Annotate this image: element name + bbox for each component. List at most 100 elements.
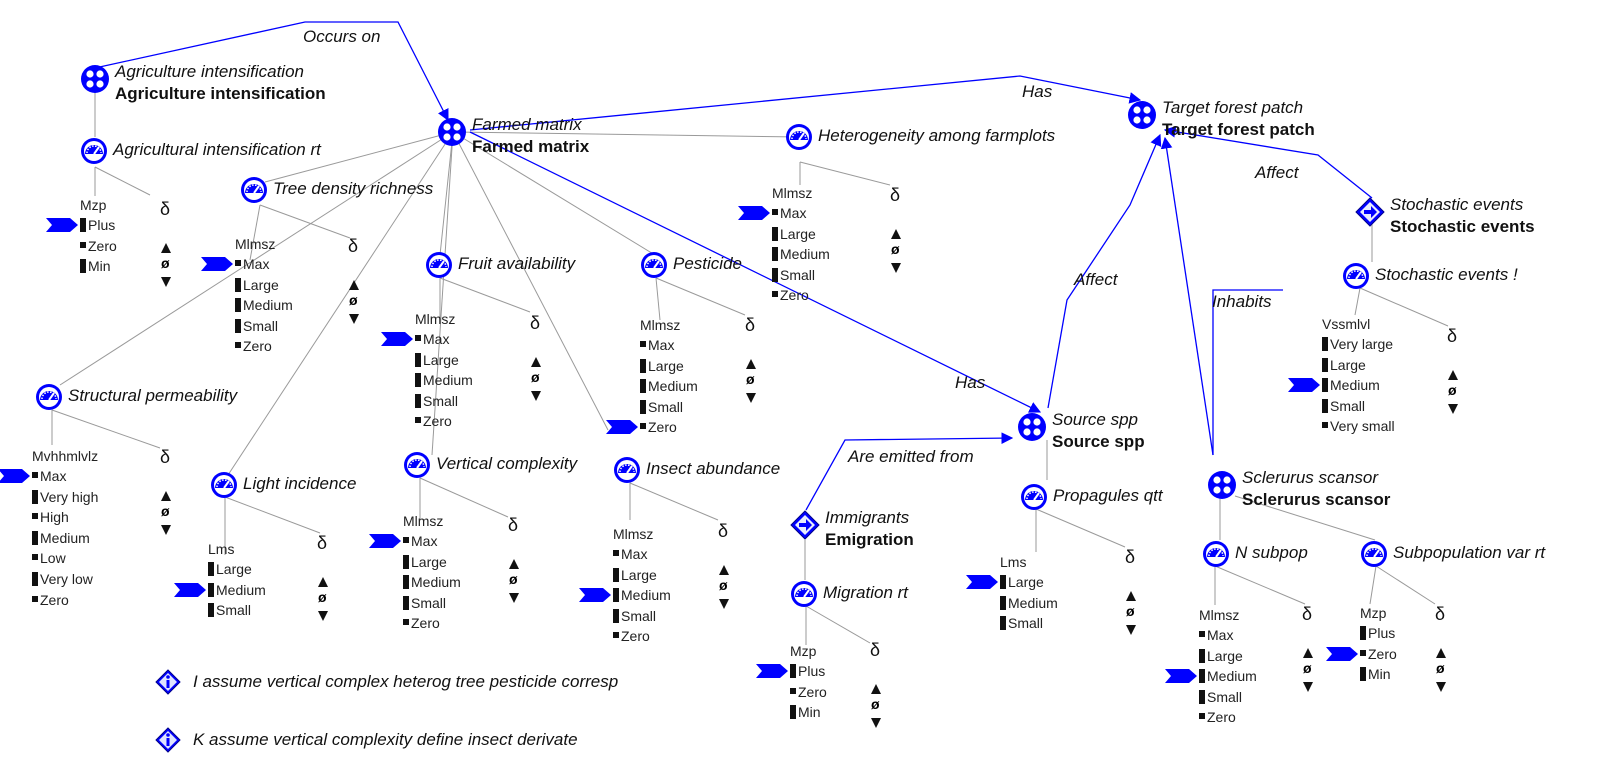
value-marker xyxy=(415,417,421,424)
structure-edge xyxy=(655,277,746,316)
up-down-arrows-icon xyxy=(1448,370,1458,414)
value-marker xyxy=(403,554,409,569)
relation-edge[interactable] xyxy=(1160,136,1214,456)
quantity-label: Fruit availability xyxy=(458,254,576,273)
derivative-arrows[interactable]: ø xyxy=(1124,591,1138,635)
structure-edge xyxy=(799,161,891,186)
entity-icon xyxy=(1128,101,1156,129)
structure-edge xyxy=(1359,287,1449,327)
quantity-space-name: Lms xyxy=(208,541,235,557)
value-label: Medium xyxy=(780,246,830,263)
structure-edge xyxy=(51,409,161,449)
structure-edge xyxy=(1234,495,1376,541)
quantity-gauge-icon xyxy=(241,177,267,203)
derivative-arrows[interactable]: ø xyxy=(347,280,361,324)
entity-label: Immigrants xyxy=(825,508,910,527)
value-marker xyxy=(1000,595,1006,610)
value-marker xyxy=(1199,689,1205,704)
quantity-gauge-icon xyxy=(36,384,62,410)
value-label: Very large xyxy=(1330,336,1394,352)
up-down-arrows-icon xyxy=(509,559,519,603)
value-marker xyxy=(1322,398,1328,413)
quantity-space-name: Mzp xyxy=(80,197,107,213)
quantity-space-name: Mlmsz xyxy=(772,185,813,201)
value-marker xyxy=(80,218,86,232)
value-label: Zero xyxy=(88,237,117,254)
value-marker xyxy=(1199,713,1205,720)
current-value-pointer-icon xyxy=(738,206,770,220)
quantity-label: Propagules qtt xyxy=(1053,486,1163,505)
relation-edge[interactable] xyxy=(469,131,1042,413)
derivative-arrows[interactable]: ø xyxy=(744,359,758,403)
quantity-space-name: Mzp xyxy=(790,643,817,659)
value-marker xyxy=(772,226,778,241)
value-marker xyxy=(1000,575,1006,589)
current-value-pointer-icon xyxy=(579,588,611,603)
entity-icon xyxy=(1018,413,1046,441)
value-marker xyxy=(1199,631,1205,637)
derivative-zero: ø xyxy=(719,577,728,593)
derivative-symbol: δ xyxy=(1435,604,1446,624)
value-label: Very low xyxy=(40,571,93,587)
current-value-pointer-icon xyxy=(1165,669,1197,684)
derivative-symbol: δ xyxy=(317,533,328,553)
structure-edge xyxy=(227,131,454,476)
up-down-arrows-icon xyxy=(1126,591,1136,635)
value-marker xyxy=(1199,669,1205,684)
derivative-arrows[interactable]: ø xyxy=(889,229,903,273)
derivative-arrows[interactable]: ø xyxy=(717,565,731,609)
note-text: K assume vertical complexity define inse… xyxy=(193,730,578,749)
current-value-pointer-icon xyxy=(46,218,78,232)
derivative-arrows[interactable]: ø xyxy=(1301,648,1315,692)
structure-edge xyxy=(655,277,661,321)
derivative-arrows[interactable]: ø xyxy=(529,357,543,401)
value-label: Plus xyxy=(798,663,826,679)
relation-label-inhabits: Inhabits xyxy=(1212,292,1272,311)
relation-edge[interactable] xyxy=(1212,289,1283,455)
value-label: Low xyxy=(40,550,66,567)
info-note-icon xyxy=(155,669,181,695)
derivative-arrows[interactable]: ø xyxy=(507,559,521,603)
value-label: Small xyxy=(411,594,447,611)
value-marker xyxy=(640,341,646,347)
value-marker xyxy=(1322,378,1328,393)
current-value-pointer-icon xyxy=(756,664,788,678)
value-marker xyxy=(640,358,646,373)
structure-edge xyxy=(452,131,656,256)
entity-name: Emigration xyxy=(825,530,914,549)
derivative-arrows[interactable]: ø xyxy=(869,684,883,728)
derivative-arrows[interactable]: ø xyxy=(316,577,330,621)
value-marker xyxy=(1322,337,1328,351)
relation-label-affect2: Affect xyxy=(1255,163,1299,182)
value-label: Small xyxy=(216,602,252,619)
value-marker xyxy=(32,554,38,561)
quantity-gauge-icon xyxy=(404,452,430,478)
quantity-space-name: Mvhhmlvlz xyxy=(32,448,99,464)
derivative-arrows[interactable]: ø xyxy=(159,491,173,535)
entity-label: Sclerurus scansor xyxy=(1242,468,1379,487)
entity-name: Farmed matrix xyxy=(472,137,590,156)
structure-edge xyxy=(259,204,351,239)
quantity-label: Tree density richness xyxy=(273,179,434,198)
value-marker xyxy=(1322,422,1328,429)
value-label: Large xyxy=(423,351,459,368)
quantity-label: Vertical complexity xyxy=(436,454,578,473)
relation-edge[interactable] xyxy=(469,75,1142,131)
entity-label: Stochastic events xyxy=(1390,195,1524,214)
value-label: Zero xyxy=(798,683,827,700)
derivative-arrows[interactable]: ø xyxy=(1434,648,1448,692)
info-note-icon xyxy=(155,727,181,753)
relation-edge[interactable] xyxy=(805,432,1014,511)
relation-edge[interactable] xyxy=(1163,125,1373,199)
derivative-arrows[interactable]: ø xyxy=(1446,370,1460,414)
quantity-label: Subpopulation var rt xyxy=(1393,543,1546,562)
current-value-pointer-icon xyxy=(201,257,233,271)
derivative-arrows[interactable]: ø xyxy=(159,243,173,287)
relation-edge[interactable] xyxy=(94,21,449,122)
quantity-gauge-icon xyxy=(1021,484,1047,510)
derivative-zero: ø xyxy=(318,589,327,605)
value-marker xyxy=(790,687,796,694)
derivative-zero: ø xyxy=(161,503,170,519)
relation-edge[interactable] xyxy=(1047,133,1162,409)
